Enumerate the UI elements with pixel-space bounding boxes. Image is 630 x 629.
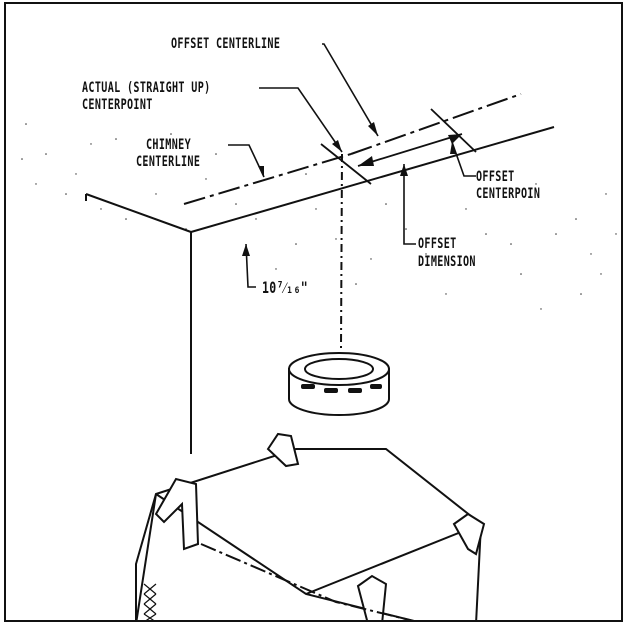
mounting-bracket-back — [266, 432, 300, 468]
flue-slots — [301, 384, 382, 393]
room-outline — [85, 126, 555, 454]
leader-arrowheads — [242, 122, 456, 256]
label-offset-centerpoint-line1: OFFSET — [476, 169, 515, 185]
offset-centerline — [350, 93, 522, 155]
mounting-bracket-left — [154, 477, 200, 551]
diagram-drawing — [21, 43, 617, 620]
label-offset-dimension-line2: DIMENSION — [418, 254, 476, 270]
box-centerline — [200, 543, 414, 620]
leader-lines — [228, 43, 476, 288]
label-actual-centerpoint-line2: CENTERPOINT — [82, 97, 153, 113]
dimension-arrows — [358, 134, 462, 166]
label-offset-centerpoint-line2: CENTERPOIN — [476, 186, 541, 202]
label-actual-centerpoint-line1: ACTUAL (STRAIGHT UP) — [82, 80, 211, 96]
diagram-frame: OFFSET CENTERLINE ACTUAL (STRAIGHT UP) C… — [4, 2, 623, 622]
mounting-bracket-right — [452, 512, 486, 556]
firebox-grille — [143, 583, 157, 620]
speckle-texture — [21, 123, 617, 310]
label-dimension-value: 10⁷⁄₁₆" — [262, 278, 309, 297]
label-chimney-centerline-line1: CHIMNEY — [146, 137, 192, 153]
label-chimney-centerline-line2: CENTERLINE — [136, 154, 201, 170]
label-offset-dimension-line1: OFFSET — [418, 236, 457, 252]
flue-collar — [288, 352, 390, 416]
label-offset-centerline: OFFSET CENTERLINE — [171, 36, 281, 52]
offset-dimension-line — [320, 108, 477, 185]
chimney-centerline — [183, 153, 352, 205]
vertical-centerline — [340, 153, 343, 350]
